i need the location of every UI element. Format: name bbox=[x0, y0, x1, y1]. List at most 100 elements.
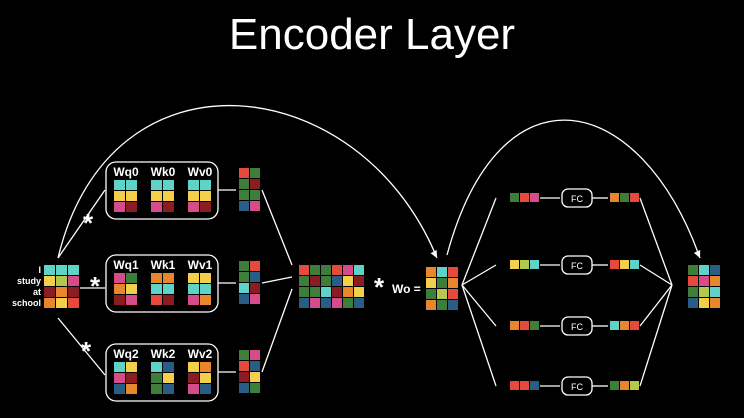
fc-input-vector bbox=[510, 260, 539, 269]
matrix-cell bbox=[299, 276, 309, 286]
matrix-cell bbox=[250, 350, 260, 360]
weight-label-wk2: Wk2 bbox=[151, 347, 176, 361]
matrix-cell bbox=[200, 295, 211, 305]
matrix-cell bbox=[437, 278, 447, 288]
matrix-cell bbox=[630, 321, 639, 330]
matrix-cell bbox=[299, 298, 309, 308]
fc-output-vector bbox=[610, 321, 639, 330]
matrix-cell bbox=[437, 267, 447, 277]
matrix-cell bbox=[250, 261, 260, 271]
matrix-cell bbox=[610, 193, 619, 202]
matrix-cell bbox=[699, 276, 709, 286]
connector-line bbox=[639, 284, 673, 327]
matrix-cell bbox=[688, 276, 698, 286]
matrix-cell bbox=[520, 260, 529, 269]
matrix-cell bbox=[520, 381, 529, 390]
matrix-cell bbox=[710, 298, 720, 308]
matrix-cell bbox=[151, 384, 162, 394]
weight-matrix-wk1 bbox=[151, 273, 174, 305]
diagram-title: Encoder Layer bbox=[228, 10, 516, 59]
connector-line bbox=[461, 264, 497, 286]
matrix-cell bbox=[250, 272, 260, 282]
matrix-cell bbox=[310, 287, 320, 297]
matrix-cell bbox=[448, 300, 458, 310]
multiply-symbol: * bbox=[90, 271, 101, 301]
input-word: school bbox=[12, 298, 41, 308]
input-matrix bbox=[44, 265, 79, 308]
matrix-cell bbox=[688, 298, 698, 308]
head-output-0 bbox=[239, 168, 260, 211]
matrix-cell bbox=[188, 191, 199, 201]
fc-input-vector bbox=[510, 193, 539, 202]
matrix-cell bbox=[126, 295, 137, 305]
residual-arrow-attention bbox=[430, 250, 437, 258]
weight-matrix-wk0 bbox=[151, 180, 174, 212]
weight-matrix-wq1 bbox=[114, 273, 137, 305]
head-output-1 bbox=[239, 261, 260, 304]
connector-line bbox=[639, 264, 673, 286]
matrix-cell bbox=[200, 373, 211, 383]
matrix-cell bbox=[630, 193, 639, 202]
fc-output-vector bbox=[610, 381, 639, 390]
matrix-cell bbox=[239, 383, 249, 393]
fc-label: FC bbox=[571, 194, 583, 204]
connector-line bbox=[461, 197, 497, 286]
fc-input-vector bbox=[510, 321, 539, 330]
matrix-cell bbox=[250, 201, 260, 211]
matrix-cell bbox=[68, 298, 79, 308]
matrix-cell bbox=[126, 284, 137, 294]
matrix-cell bbox=[239, 168, 249, 178]
matrix-cell bbox=[188, 202, 199, 212]
matrix-cell bbox=[310, 276, 320, 286]
fc-output-vector bbox=[610, 193, 639, 202]
matrix-cell bbox=[620, 260, 629, 269]
matrix-cell bbox=[200, 180, 211, 190]
weight-label-wk1: Wk1 bbox=[151, 258, 176, 272]
matrix-cell bbox=[56, 276, 67, 286]
matrix-cell bbox=[299, 265, 309, 275]
connector-line bbox=[57, 317, 106, 376]
matrix-cell bbox=[114, 180, 125, 190]
matrix-cell bbox=[426, 300, 436, 310]
matrix-cell bbox=[126, 362, 137, 372]
matrix-cell bbox=[163, 373, 174, 383]
matrix-cell bbox=[68, 287, 79, 297]
matrix-cell bbox=[510, 321, 519, 330]
matrix-cell bbox=[710, 287, 720, 297]
connector-line bbox=[261, 288, 293, 373]
matrix-cell bbox=[163, 284, 174, 294]
matrix-cell bbox=[163, 295, 174, 305]
matrix-cell bbox=[520, 321, 529, 330]
matrix-cell bbox=[610, 321, 619, 330]
matrix-cell bbox=[163, 362, 174, 372]
matrix-cell bbox=[126, 273, 137, 283]
matrix-cell bbox=[188, 373, 199, 383]
matrix-cell bbox=[510, 381, 519, 390]
weight-matrix-wv2 bbox=[188, 362, 211, 394]
matrix-cell bbox=[68, 276, 79, 286]
matrix-cell bbox=[321, 298, 331, 308]
weight-matrix-wq2 bbox=[114, 362, 137, 394]
fc-label: FC bbox=[571, 322, 583, 332]
connector-line bbox=[57, 189, 106, 259]
matrix-cell bbox=[354, 276, 364, 286]
weight-label-wk0: Wk0 bbox=[151, 165, 176, 179]
matrix-cell bbox=[610, 381, 619, 390]
input-word: study bbox=[17, 276, 41, 286]
matrix-cell bbox=[250, 168, 260, 178]
matrix-cell bbox=[321, 265, 331, 275]
matrix-cell bbox=[56, 265, 67, 275]
matrix-cell bbox=[200, 202, 211, 212]
matrix-cell bbox=[151, 295, 162, 305]
matrix-cell bbox=[114, 202, 125, 212]
matrix-cell bbox=[620, 321, 629, 330]
matrix-cell bbox=[699, 265, 709, 275]
head-output-2 bbox=[239, 350, 260, 393]
encoder-output-matrix bbox=[688, 265, 720, 308]
matrix-cell bbox=[239, 190, 249, 200]
matrix-cell bbox=[44, 298, 55, 308]
matrix-cell bbox=[299, 287, 309, 297]
matrix-cell bbox=[151, 273, 162, 283]
matrix-cell bbox=[163, 180, 174, 190]
